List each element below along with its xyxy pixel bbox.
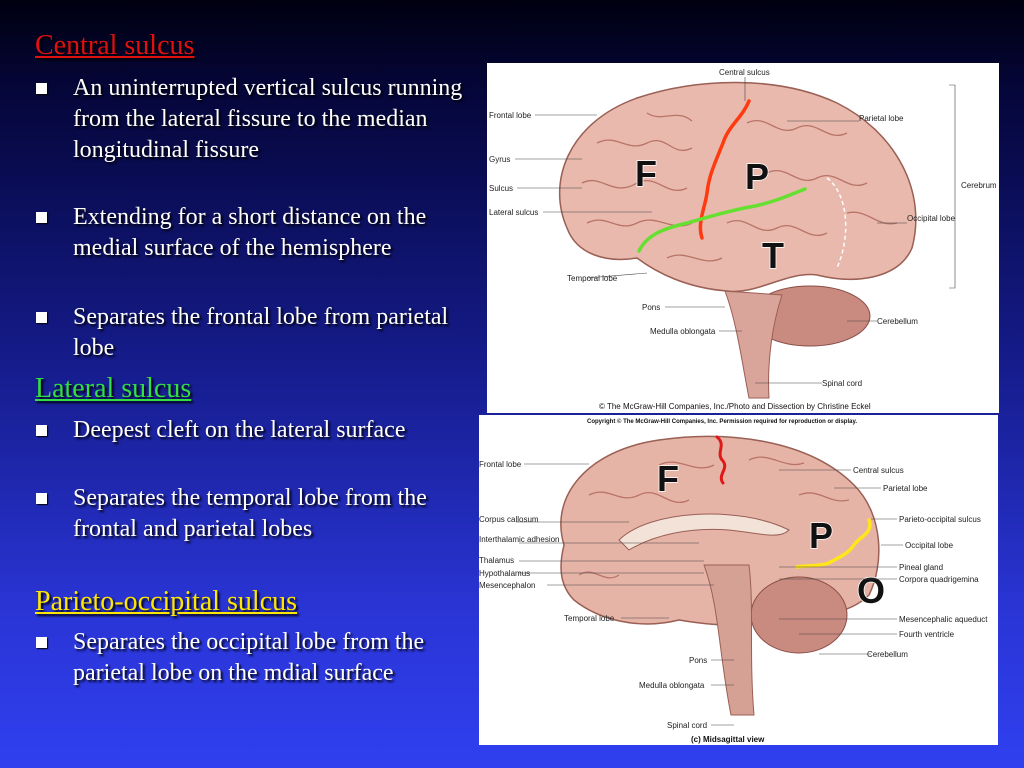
bullet-central-1: An uninterrupted vertical sulcus running… — [73, 75, 463, 163]
label-central-sulcus: Central sulcus — [719, 68, 770, 77]
label-fourth-ventricle: Fourth ventricle — [899, 630, 955, 639]
corpus-callosum-shape — [618, 513, 790, 551]
cerebellum-shape — [750, 576, 848, 654]
figure-caption: (c) Midsagittal view — [691, 735, 765, 744]
label-thalamus: Thalamus — [479, 556, 514, 565]
heading-lateral-sulcus: Lateral sulcus — [35, 373, 192, 404]
bullet-parieto-1: Separates the occipital lobe from the pa… — [73, 629, 425, 686]
bullet-marker — [36, 493, 47, 504]
bullet-marker — [36, 212, 47, 223]
label-cerebrum: Cerebrum — [961, 181, 997, 190]
leader-lines — [516, 463, 903, 726]
label-mesencephalic-aqueduct: Mesencephalic aqueduct — [899, 615, 988, 624]
label-central-sulcus: Central sulcus — [853, 466, 904, 475]
label-mesencephalon: Mesencephalon — [479, 581, 535, 590]
label-pons: Pons — [642, 303, 660, 312]
label-frontal-lobe: Frontal lobe — [479, 460, 522, 469]
label-medulla-oblongata: Medulla oblongata — [650, 327, 716, 336]
label-lateral-sulcus: Lateral sulcus — [489, 208, 538, 217]
lateral-brain-figure: F P T Central sulcus Frontal lobe Gyrus … — [487, 63, 999, 413]
label-corpus-callosum: Corpus callosum — [479, 515, 539, 524]
label-interthalamic-adhesion: Interthalamic adhesion — [479, 535, 560, 544]
heading-central-sulcus: Central sulcus — [35, 30, 195, 61]
copyright-notice: Copyright © The McGraw-Hill Companies, I… — [587, 418, 857, 425]
label-occipital-lobe: Occipital lobe — [907, 214, 956, 223]
brainstem-shape — [703, 564, 755, 716]
label-gyrus: Gyrus — [489, 155, 510, 164]
label-pineal-gland: Pineal gland — [899, 563, 943, 572]
bullet-marker — [36, 425, 47, 436]
label-spinal-cord: Spinal cord — [667, 721, 707, 730]
brainstem-shape — [724, 290, 783, 399]
bullet-lateral-1: Deepest cleft on the lateral surface — [73, 417, 406, 443]
central-sulcus-line — [715, 435, 727, 485]
label-pons: Pons — [689, 656, 707, 665]
leader-lines — [515, 77, 956, 384]
central-sulcus-line — [698, 99, 751, 240]
bullet-marker — [36, 83, 47, 94]
label-parietal-lobe: Parietal lobe — [883, 484, 928, 493]
occipital-boundary — [826, 177, 847, 269]
gyri-pattern — [578, 456, 850, 579]
label-occipital-lobe: Occipital lobe — [905, 541, 954, 550]
label-medulla-oblongata: Medulla oblongata — [639, 681, 705, 690]
text-column: Central sulcus An uninterrupted vertical… — [0, 0, 470, 768]
label-parieto-occipital-sulcus: Parieto-occipital sulcus — [899, 515, 981, 524]
label-hypothalamus: Hypothalamus — [479, 569, 530, 578]
label-cerebellum: Cerebellum — [877, 317, 918, 326]
occipital-letter: O — [857, 570, 885, 611]
label-temporal-lobe: Temporal lobe — [564, 614, 615, 623]
parietal-letter: P — [745, 156, 769, 197]
midsagittal-brain-figure: Copyright © The McGraw-Hill Companies, I… — [479, 415, 998, 745]
lateral-brain-diagram: F P T Central sulcus Frontal lobe Gyrus … — [489, 68, 997, 411]
label-parietal-lobe: Parietal lobe — [859, 114, 904, 123]
temporal-letter: T — [762, 235, 784, 276]
bullet-central-2: Extending for a short distance on the me… — [73, 204, 427, 261]
heading-parieto-occipital-sulcus: Parieto-occipital sulcus — [35, 586, 298, 617]
label-cerebellum: Cerebellum — [867, 650, 908, 659]
bullet-marker — [36, 312, 47, 323]
bullet-marker — [36, 637, 47, 648]
parieto-occipital-sulcus-line — [795, 518, 872, 569]
label-spinal-cord: Spinal cord — [822, 379, 862, 388]
parietal-letter: P — [809, 515, 833, 556]
bullet-central-3: Separates the frontal lobe from parietal… — [73, 304, 449, 361]
label-corpora-quadrigemina: Corpora quadrigemina — [899, 575, 979, 584]
photo-credit: © The McGraw-Hill Companies, Inc./Photo … — [599, 402, 871, 411]
frontal-letter: F — [635, 153, 657, 194]
frontal-letter: F — [657, 458, 679, 499]
label-frontal-lobe: Frontal lobe — [489, 111, 532, 120]
bullet-lateral-2: Separates the temporal lobe from the fro… — [73, 485, 427, 542]
label-temporal-lobe: Temporal lobe — [567, 274, 618, 283]
lateral-sulcus-line — [637, 187, 807, 253]
midsagittal-brain-diagram: Copyright © The McGraw-Hill Companies, I… — [479, 418, 988, 744]
label-sulcus: Sulcus — [489, 184, 513, 193]
